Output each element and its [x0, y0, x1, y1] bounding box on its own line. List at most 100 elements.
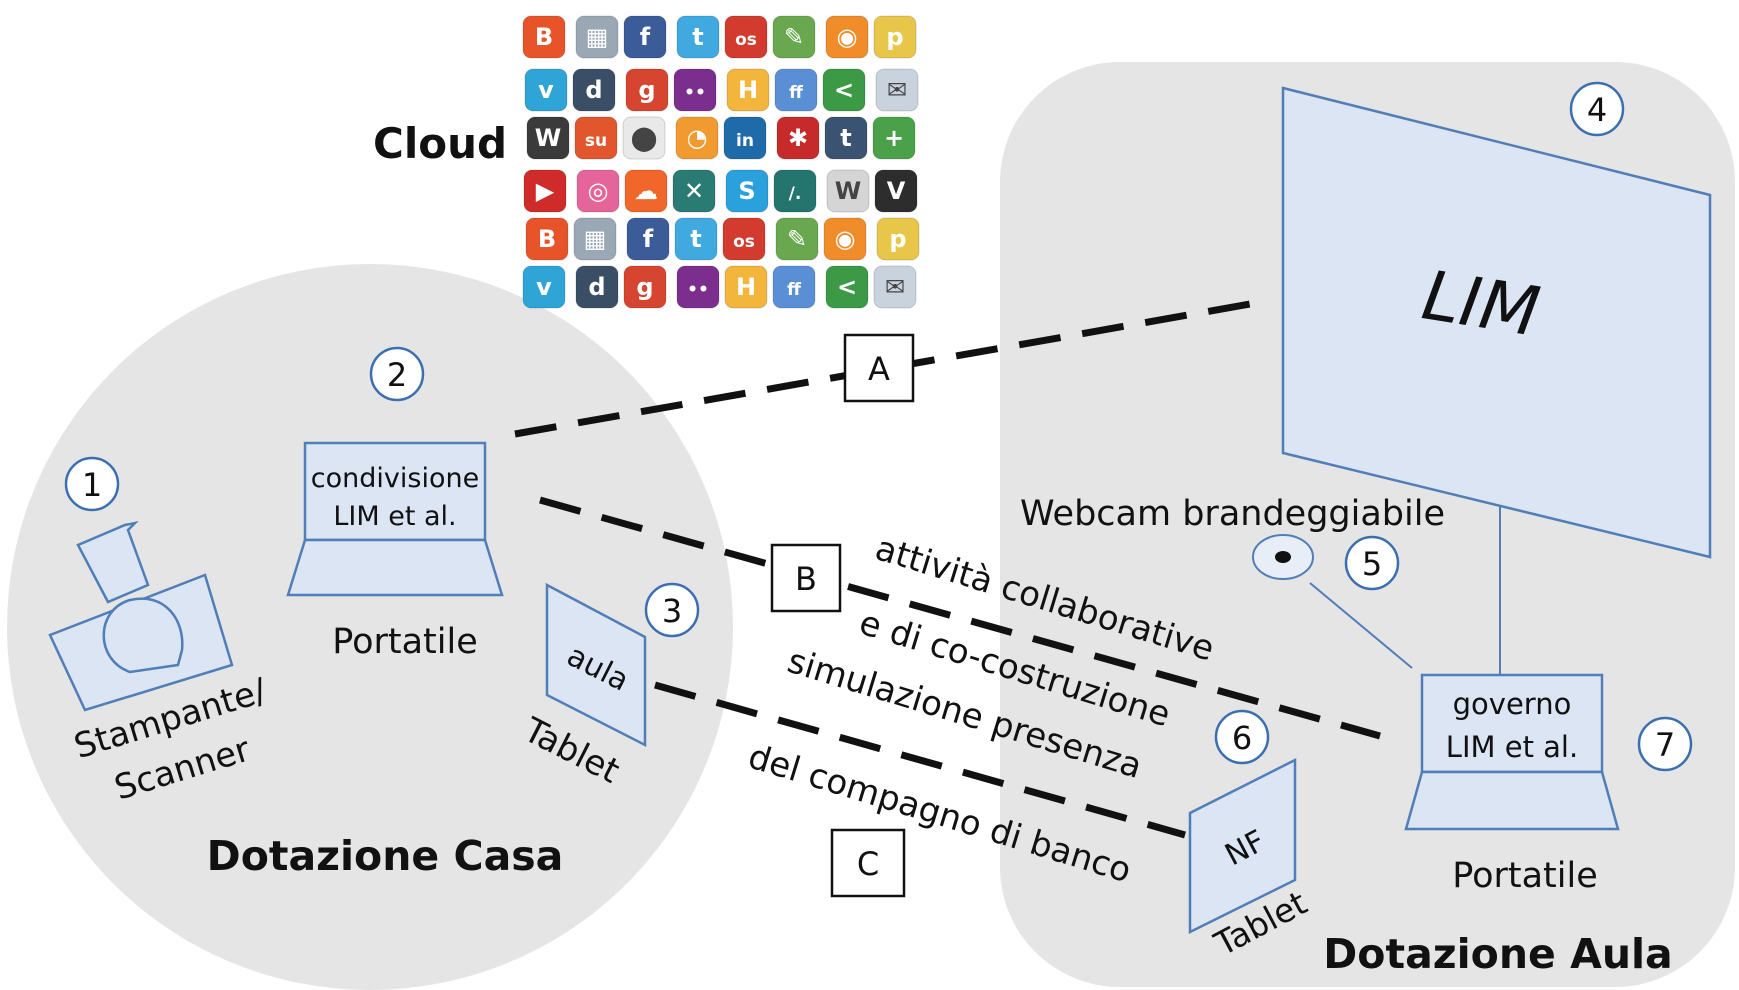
link-c-box: [830, 828, 906, 898]
youtube-icon: ▶: [523, 169, 567, 213]
casa-tablet: [545, 582, 647, 748]
vimeo-icon: v: [524, 68, 568, 112]
aula-title: Dotazione Aula: [1323, 930, 1672, 978]
svg-text:H: H: [736, 273, 756, 301]
aula-laptop-screen-line2: LIM et al.: [1446, 730, 1578, 764]
hyves-icon: H: [726, 68, 770, 112]
svg-text:t: t: [840, 124, 851, 152]
rss-icon: ◉: [825, 15, 869, 59]
lim-label: LIM: [1417, 256, 1545, 352]
wikipedia-icon: W: [826, 169, 870, 213]
evernote-icon: ✎: [775, 217, 819, 261]
facebook-icon: f: [623, 15, 667, 59]
svg-text:+: +: [884, 124, 904, 152]
number-marker-6: 6: [1214, 709, 1270, 765]
lastfm-icon: os: [724, 15, 768, 59]
printer-icon: [48, 520, 234, 712]
share-icon: <: [825, 265, 869, 309]
aula-laptop-screen-line1: governo: [1453, 687, 1572, 721]
svg-text:p: p: [889, 225, 906, 253]
number-marker-5: 5: [1344, 535, 1400, 591]
link-b: [539, 496, 1381, 740]
link-b-box: [770, 543, 842, 613]
svg-text:B: B: [535, 23, 553, 51]
number-marker-7: 7: [1637, 716, 1693, 772]
link-a-label: A: [868, 350, 890, 388]
svg-text:✕: ✕: [684, 177, 704, 205]
link-c: [654, 681, 1186, 839]
casa-laptop-screen: [303, 441, 487, 542]
twitter-icon: t: [676, 15, 720, 59]
svg-text:g: g: [638, 76, 655, 104]
svg-text:▶: ▶: [536, 177, 555, 205]
delicious-icon: ▦: [573, 217, 617, 261]
number-marker-1-text: 1: [82, 466, 102, 504]
number-marker-7-text: 7: [1655, 726, 1675, 764]
google-plus-icon: g: [625, 68, 669, 112]
dribbble-icon: ◎: [576, 169, 620, 213]
svg-text:W: W: [835, 177, 861, 205]
wordpress-icon: W: [526, 116, 570, 160]
link-b-label: B: [795, 560, 817, 598]
blogger-icon: B: [525, 217, 569, 261]
number-marker-4-text: 4: [1587, 91, 1607, 129]
svg-text:S: S: [738, 177, 755, 205]
blogger-icon: B: [522, 15, 566, 59]
number-marker-6-text: 6: [1232, 719, 1252, 757]
svg-text:t: t: [690, 225, 701, 253]
number-marker-1: 1: [64, 456, 120, 512]
delicious-icon: ▦: [575, 15, 619, 59]
svg-text:◎: ◎: [588, 177, 609, 205]
google-plus-icon: g: [623, 265, 667, 309]
aula-tablet: [1188, 757, 1297, 935]
svg-text:d: d: [588, 273, 605, 301]
svg-text:▦: ▦: [584, 225, 607, 253]
svg-text:g: g: [636, 273, 653, 301]
rss-icon: ◉: [823, 217, 867, 261]
lastfm-icon: os: [722, 217, 766, 261]
rss-feed-icon: ◔: [675, 116, 719, 160]
number-marker-3: 3: [644, 582, 700, 638]
svg-text:H: H: [738, 76, 758, 104]
slashdot-icon: /.: [773, 169, 817, 213]
share-icon: <: [822, 68, 866, 112]
svg-text:f: f: [643, 225, 654, 253]
linkedin-icon: in: [723, 116, 767, 160]
svg-text:W: W: [535, 124, 561, 152]
svg-text:<: <: [837, 273, 857, 301]
svg-text:B: B: [538, 225, 556, 253]
number-marker-2: 2: [369, 346, 425, 402]
svg-text:t: t: [692, 23, 703, 51]
svg-text:◔: ◔: [687, 124, 708, 152]
mail-icon: ✉: [875, 68, 919, 112]
aula-laptop-base: [1404, 770, 1620, 831]
lim-board: [1281, 86, 1712, 559]
casa-laptop-label: Portatile: [332, 622, 478, 662]
digg-icon: d: [575, 265, 619, 309]
soundcloud-icon: ☁: [624, 169, 668, 213]
svg-text:◉: ◉: [835, 225, 856, 253]
svg-text:in: in: [736, 131, 754, 151]
casa-laptop-base: [286, 538, 504, 597]
friendfeed-icon: ff: [772, 265, 816, 309]
casa-title: Dotazione Casa: [207, 832, 564, 880]
svg-text:✉: ✉: [887, 76, 907, 104]
facebook-icon: f: [626, 217, 670, 261]
svg-text:ff: ff: [787, 280, 801, 300]
svg-text:ff: ff: [789, 83, 803, 103]
webcam-lens-icon: [1275, 551, 1291, 563]
posterous-icon: p: [876, 217, 920, 261]
svg-text:⬤: ⬤: [631, 124, 658, 152]
yelp-icon: ✱: [776, 116, 820, 160]
flickr-icon: ••: [676, 265, 720, 309]
hyves-icon: H: [724, 265, 768, 309]
number-marker-4: 4: [1569, 81, 1625, 137]
number-marker-5-text: 5: [1362, 545, 1382, 583]
svg-text:v: v: [538, 76, 554, 104]
mail-icon: ✉: [873, 265, 917, 309]
svg-text:✉: ✉: [885, 273, 905, 301]
svg-text:▦: ▦: [586, 23, 609, 51]
svg-text:V: V: [887, 177, 906, 205]
svg-text:••: ••: [687, 280, 709, 300]
